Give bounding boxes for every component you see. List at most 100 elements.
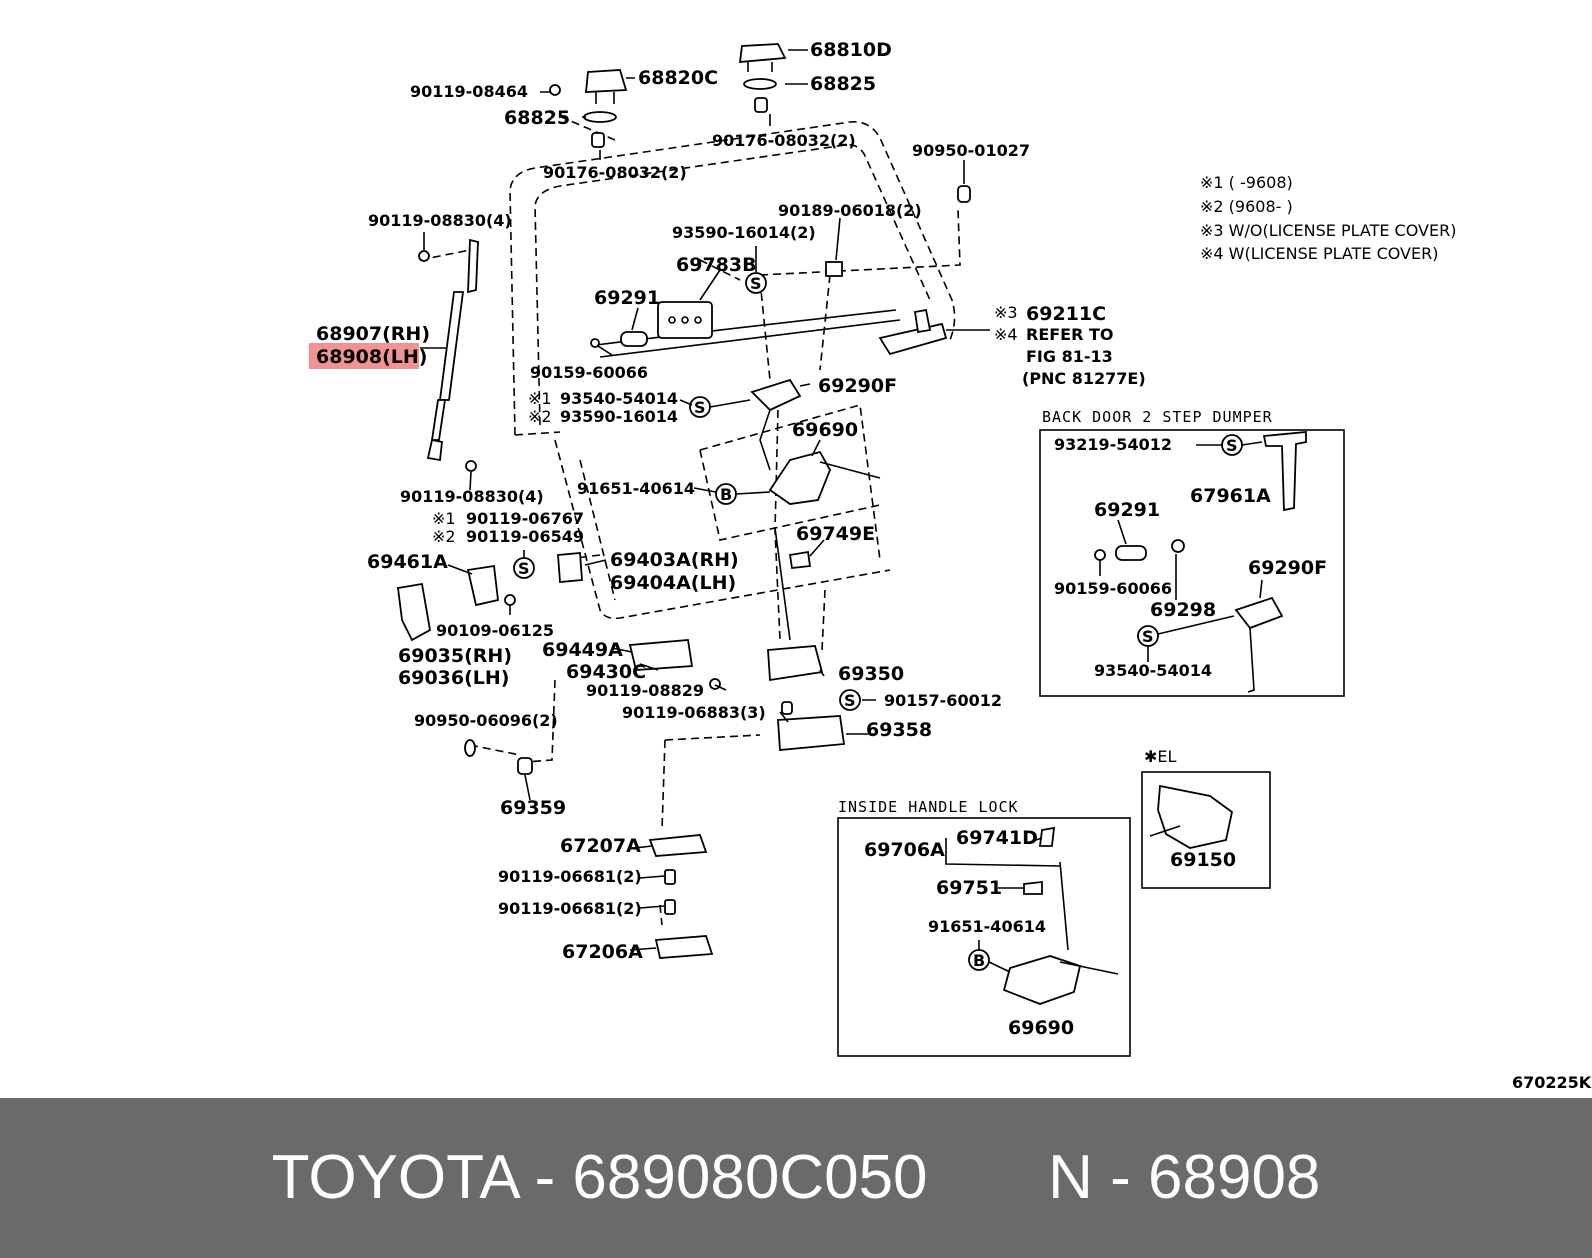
label-69291: 69291	[1094, 499, 1160, 521]
label-68825: 68825	[810, 73, 876, 95]
label-69403A: 69403A(RH)	[610, 549, 739, 571]
back-door-outline	[509, 121, 956, 620]
label-90159-60066: 90159-60066	[1054, 579, 1172, 598]
bracket-69461A	[466, 564, 499, 607]
note-line: ※4 W(LICENSE PLATE COVER)	[1200, 244, 1438, 263]
lock-69690	[1002, 955, 1082, 1005]
gasket-68825-left	[583, 111, 617, 123]
label-69404A: 69404A(LH)	[610, 572, 736, 594]
note-2: ※2	[432, 527, 456, 546]
symbol-s: S	[1226, 436, 1238, 455]
bracket-67961A	[1262, 431, 1307, 512]
striker-69403A	[557, 552, 583, 583]
label-69449A: 69449A	[542, 639, 623, 661]
label-93219-54012: 93219-54012	[1054, 435, 1172, 454]
note-line: ※1 ( -9608)	[1200, 173, 1293, 192]
highlight-68908	[309, 343, 419, 369]
label-69430C: 69430C	[566, 661, 646, 683]
inside-handle-box: INSIDE HANDLE LOCK 69741D 69706A 69751 9…	[837, 798, 1131, 1057]
label-93540-54014: 93540-54014	[1094, 661, 1212, 680]
note-2: ※2	[528, 407, 552, 426]
label-90157-60012: 90157-60012	[884, 691, 1002, 710]
label-69461A: 69461A	[367, 551, 448, 573]
refer-text: REFER TO	[1026, 325, 1114, 344]
refer-pnc: (PNC 81277E)	[1022, 369, 1146, 388]
note-1: ※1	[432, 509, 456, 528]
label-93540-54014: 93540-54014	[560, 389, 678, 408]
symbol-b: B	[973, 951, 985, 970]
label-90119-08829: 90119-08829	[586, 681, 704, 700]
parts	[396, 43, 971, 959]
label-90119-08830: 90119-08830(4)	[400, 487, 544, 506]
symbol-s: S	[518, 559, 530, 578]
label-69036: 69036(LH)	[398, 667, 509, 689]
label-69749E: 69749E	[796, 523, 875, 545]
diagram-id: 670225K	[1512, 1073, 1592, 1092]
cylinder-69291	[620, 331, 648, 347]
label-68820C: 68820C	[638, 67, 718, 89]
part-labels: 68810D 68825 68820C 90119-08464 68825 90…	[309, 39, 1030, 963]
label-69359: 69359	[500, 797, 566, 819]
bolt-90176-top	[754, 97, 768, 113]
note-line: ※2 (9608- )	[1200, 197, 1293, 216]
label-69291: 69291	[594, 287, 660, 309]
inside-title: INSIDE HANDLE LOCK	[838, 798, 1019, 816]
lock-69690	[768, 450, 831, 505]
label-90119-06883: 90119-06883(3)	[622, 703, 766, 722]
cover-69449A	[628, 639, 694, 671]
label-90119-06549: 90119-06549	[466, 527, 584, 546]
label-69706A: 69706A	[864, 839, 945, 861]
striker-67206A	[654, 935, 714, 959]
label-69783B: 69783B	[676, 254, 757, 276]
bolt-90176-left	[591, 132, 605, 148]
el-box: ✱EL 69150	[1141, 747, 1271, 889]
bolt-90119-08464	[549, 84, 561, 96]
note-1: ※1	[528, 389, 552, 408]
gasket-68825-top	[743, 78, 777, 90]
label-90189-06018: 90189-06018(2)	[778, 201, 922, 220]
symbol-s: S	[1142, 627, 1154, 646]
label-69150: 69150	[1170, 849, 1236, 871]
symbol-s: S	[844, 691, 856, 710]
dumper-box: BACK DOOR 2 STEP DUMPER 93219-54012 6796…	[1039, 408, 1345, 697]
refer-fig: FIG 81-13	[1026, 347, 1113, 366]
symbol-b: B	[720, 485, 732, 504]
label-68908: 68908(LH)	[316, 346, 427, 368]
actuator-69150	[1157, 784, 1234, 849]
outside-handle-69211C	[878, 322, 948, 356]
label-67961A: 67961A	[1190, 485, 1271, 507]
footer-bar: TOYOTA - 689080C050 N - 68908	[0, 1098, 1592, 1258]
label-90119-06681: 90119-06681(2)	[498, 899, 642, 918]
symbol-s: S	[750, 274, 762, 293]
label-69211C: 69211C	[1026, 303, 1106, 325]
label-67206A: 67206A	[562, 941, 643, 963]
bolt-90119-08830-top	[418, 250, 430, 262]
label-69751: 69751	[936, 877, 1002, 899]
symbol-s: S	[694, 398, 706, 417]
label-90159-60066: 90159-60066	[530, 363, 648, 382]
bracket-69035	[396, 582, 431, 642]
label-69350: 69350	[838, 663, 904, 685]
label-93590-16014: 93590-16014	[560, 407, 678, 426]
symbols: S S B S S S S B	[513, 272, 1243, 971]
lock-69350	[767, 645, 824, 682]
note-4: ※4	[994, 325, 1018, 344]
label-90950-06096: 90950-06096(2)	[414, 711, 558, 730]
hinge-68810D	[738, 43, 787, 63]
bumper-69359	[517, 757, 533, 775]
lever-69290F	[750, 378, 802, 412]
label-90119-08464: 90119-08464	[410, 82, 528, 101]
striker-67207A	[648, 834, 708, 857]
label-91651-40614: 91651-40614	[928, 917, 1046, 936]
label-67207A: 67207A	[560, 835, 641, 857]
bolt-90119-08830-bottom	[465, 460, 477, 472]
stay-damper-68908	[467, 238, 479, 294]
label-90109-06125: 90109-06125	[436, 621, 554, 640]
label-69358: 69358	[866, 719, 932, 741]
rod-holder-69749E	[788, 550, 812, 569]
label-90119-06767: 90119-06767	[466, 509, 584, 528]
footer-part-info: TOYOTA - 689080C050 N - 68908	[271, 1143, 1321, 1212]
garnish-69783B	[657, 301, 713, 339]
dumper-title: BACK DOOR 2 STEP DUMPER	[1042, 408, 1273, 426]
note-line: ※3 W/O(LICENSE PLATE COVER)	[1200, 221, 1456, 240]
